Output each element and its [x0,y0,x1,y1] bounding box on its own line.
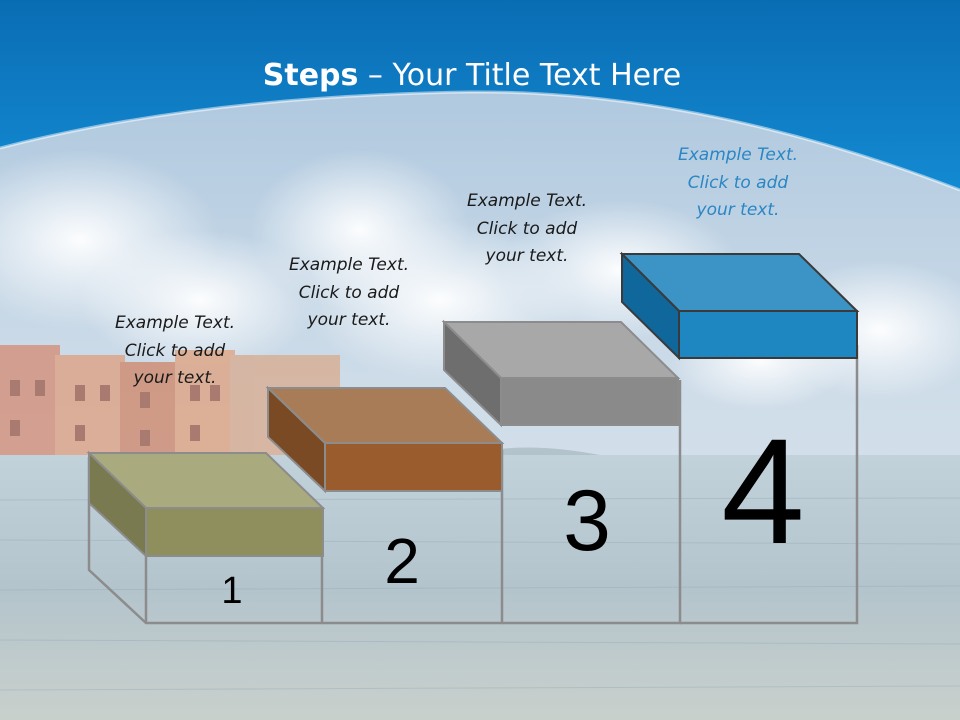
step-1-block[interactable] [86,450,326,559]
step-4-number: 4 [721,407,805,575]
title-rest: – Your Title Text Here [358,58,682,93]
step-3-caption[interactable]: Example Text. Click to add your text. [466,191,588,266]
step-1-number: 1 [221,570,243,612]
step-2-caption[interactable]: Example Text. Click to add your text. [288,255,410,330]
step-4-block[interactable] [619,251,860,361]
step-3-block[interactable] [441,319,681,428]
step-2-block[interactable] [265,385,505,494]
step-2-number: 2 [384,525,420,597]
title-bold: Steps [262,58,359,93]
step-outlines [87,345,859,625]
slide-title[interactable]: Steps – Your Title Text Here [0,56,944,96]
step-1-caption[interactable]: Example Text. Click to add your text. [114,313,236,388]
step-4-caption[interactable]: Example Text. Click to add your text. [677,145,799,220]
step-3-number: 3 [563,473,611,569]
